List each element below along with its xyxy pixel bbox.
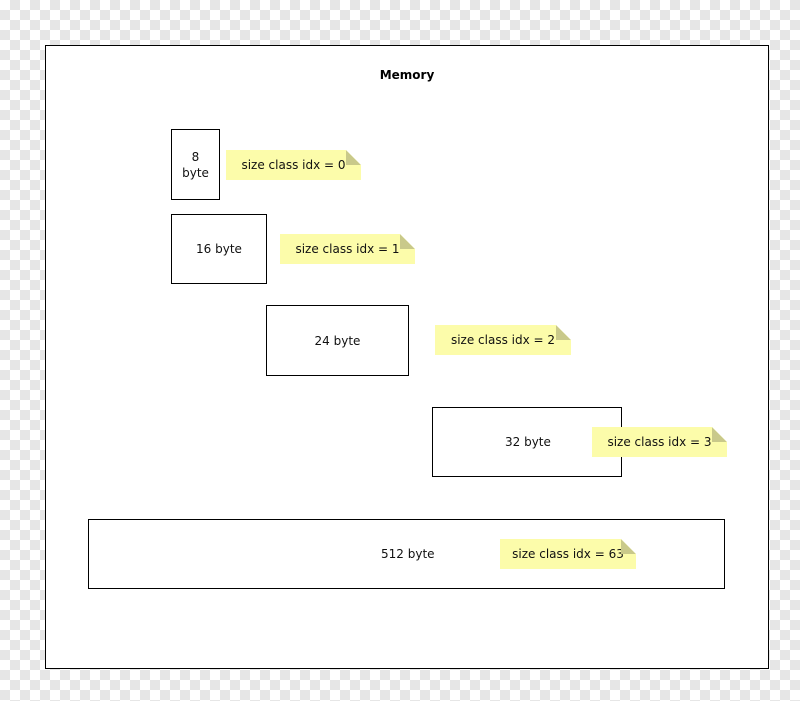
block-8-byte-size: 8 [191, 149, 200, 164]
note-size-class-63-text: size class idx = 63 [512, 547, 624, 561]
block-8-byte: 8 byte [171, 129, 220, 200]
note-size-class-0: size class idx = 0 [226, 150, 361, 180]
note-size-class-3: size class idx = 3 [592, 427, 727, 457]
block-16-byte-label: 16 byte [196, 242, 242, 256]
note-size-class-2: size class idx = 2 [435, 325, 571, 355]
block-512-byte-label: 512 byte [381, 547, 435, 561]
block-16-byte: 16 byte [171, 214, 267, 284]
note-size-class-3-text: size class idx = 3 [607, 435, 712, 449]
note-size-class-2-text: size class idx = 2 [450, 333, 556, 347]
diagram-title: Memory [379, 68, 435, 82]
note-size-class-0-text: size class idx = 0 [241, 158, 346, 172]
note-size-class-63: size class idx = 63 [500, 539, 636, 569]
block-24-byte-label: 24 byte [314, 333, 361, 348]
note-size-class-1-text: size class idx = 1 [295, 242, 400, 256]
note-size-class-1: size class idx = 1 [280, 234, 415, 264]
block-32-byte: 32 byte [432, 407, 622, 477]
block-32-byte-label: 32 byte [505, 435, 551, 449]
block-24-byte: 24 byte [266, 305, 409, 376]
block-8-byte-unit: byte [182, 165, 209, 180]
